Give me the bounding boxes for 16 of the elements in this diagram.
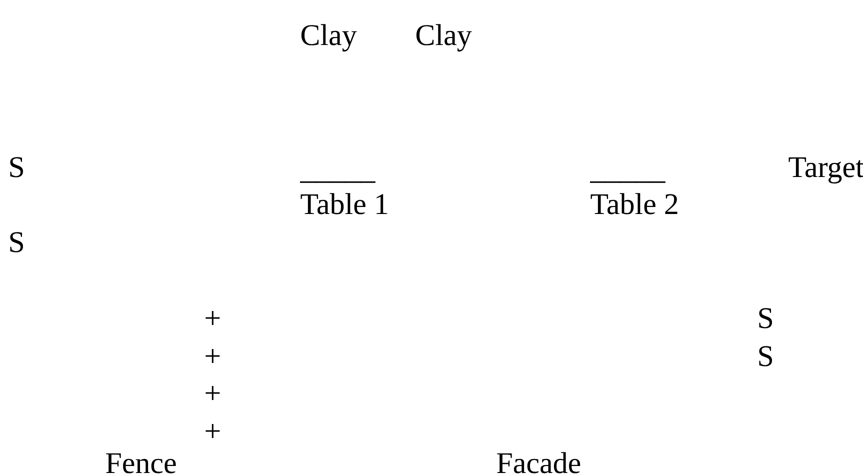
label-text: Table 1 — [300, 193, 388, 214]
label-text: + — [206, 349, 220, 363]
label-text: Clay — [301, 24, 357, 52]
label-text: Clay — [416, 24, 472, 52]
label-text: Table 2 — [590, 193, 678, 214]
label-text: _____ — [590, 181, 666, 183]
label-text: + — [206, 386, 220, 400]
label-text: S — [10, 157, 24, 178]
label-text: + — [206, 424, 220, 438]
label-text: S — [759, 346, 772, 366]
label-text: + — [206, 311, 220, 326]
label-text: S — [10, 232, 24, 252]
label-text: Facade — [497, 452, 580, 474]
label-text: Fence — [106, 453, 176, 474]
label-text: _____ — [300, 181, 376, 183]
label-text: S — [759, 308, 772, 328]
